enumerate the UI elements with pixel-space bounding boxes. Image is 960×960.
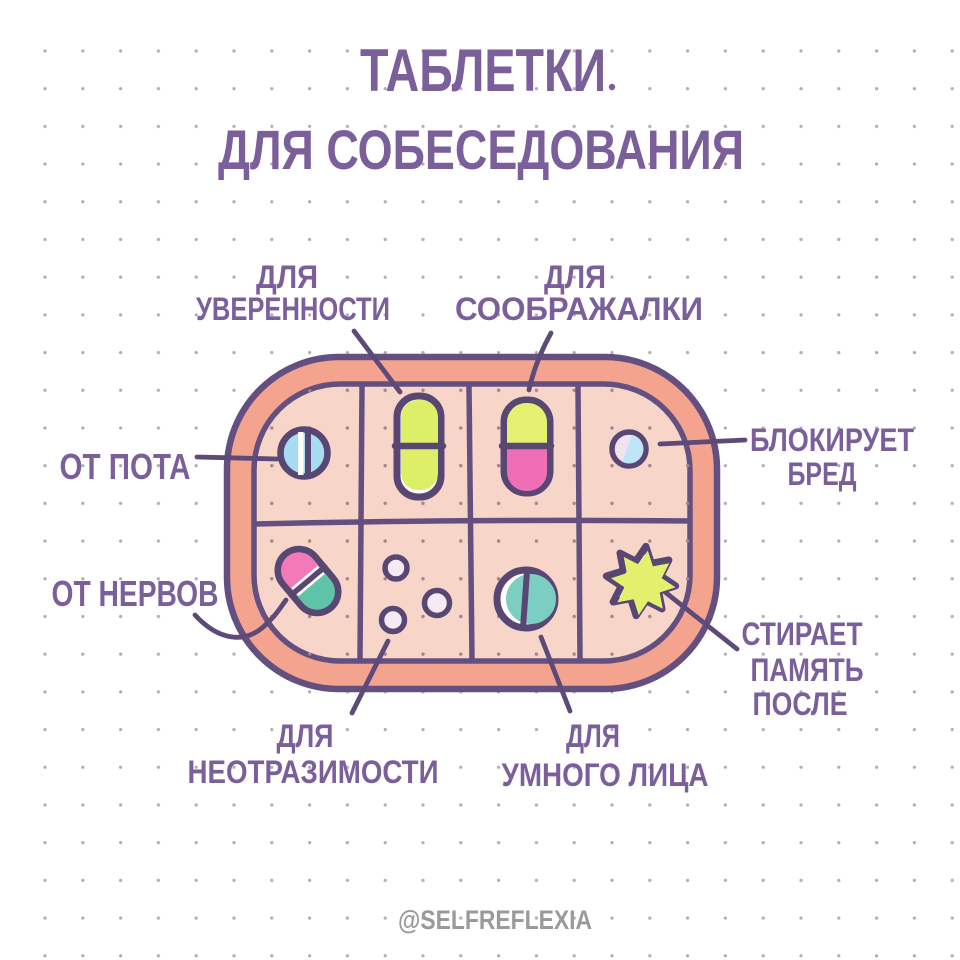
svg-text:СООБРАЖАЛКИ: СООБРАЖАЛКИ [455,291,703,327]
svg-text:УВЕРЕННОСТИ: УВЕРЕННОСТИ [196,291,390,327]
svg-text:ТАБЛЕТКИ: ТАБЛЕТКИ [360,37,606,104]
svg-text:УМНОГО ЛИЦА: УМНОГО ЛИЦА [502,757,709,793]
svg-text:ДЛЯ СОБЕСЕДОВАНИЯ: ДЛЯ СОБЕСЕДОВАНИЯ [218,118,744,181]
svg-text:ПОСЛЕ: ПОСЛЕ [753,686,848,722]
svg-text:ОТ ПОТА: ОТ ПОТА [60,446,191,487]
svg-text:НЕОТРАЗИМОСТИ: НЕОТРАЗИМОСТИ [188,754,439,790]
svg-text:БЛОКИРУЕТ: БЛОКИРУЕТ [750,422,914,458]
svg-text:ПАМЯТЬ: ПАМЯТЬ [751,652,864,688]
svg-text:БРЕД: БРЕД [788,456,857,492]
svg-text:ДЛЯ: ДЛЯ [256,259,318,295]
svg-text:СТИРАЕТ: СТИРАЕТ [742,616,863,652]
svg-text:ДЛЯ: ДЛЯ [544,259,606,295]
svg-text:ОТ НЕРВОВ: ОТ НЕРВОВ [52,573,219,614]
svg-text:ДЛЯ: ДЛЯ [566,718,620,754]
svg-text:@SELFREFLEXIA: @SELFREFLEXIA [398,905,592,935]
svg-text:ДЛЯ: ДЛЯ [277,718,334,754]
